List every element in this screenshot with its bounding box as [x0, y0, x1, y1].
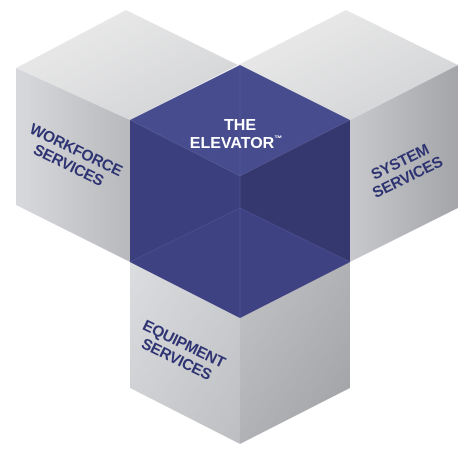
trademark-symbol: ™	[274, 134, 282, 143]
elevator-title-name: ELEVATOR	[190, 135, 275, 152]
equipment-cube-right	[240, 262, 350, 444]
workforce-cube-top	[16, 10, 238, 120]
elevator-cube-edge-left	[129, 207, 241, 263]
elevator-cube-edge-right	[239, 207, 351, 263]
system-cube-top	[238, 10, 458, 120]
equipment-cube	[130, 262, 350, 444]
workforce-cube-front	[16, 68, 130, 262]
elevator-title-line1: THE	[224, 117, 256, 134]
system-cube	[238, 10, 458, 262]
equipment-cube-left	[130, 262, 240, 444]
elevator-cube	[129, 65, 351, 318]
elevator-title-line2: ELEVATOR™	[190, 134, 282, 152]
system-cube-front	[350, 65, 458, 262]
workforce-cube	[16, 10, 238, 262]
